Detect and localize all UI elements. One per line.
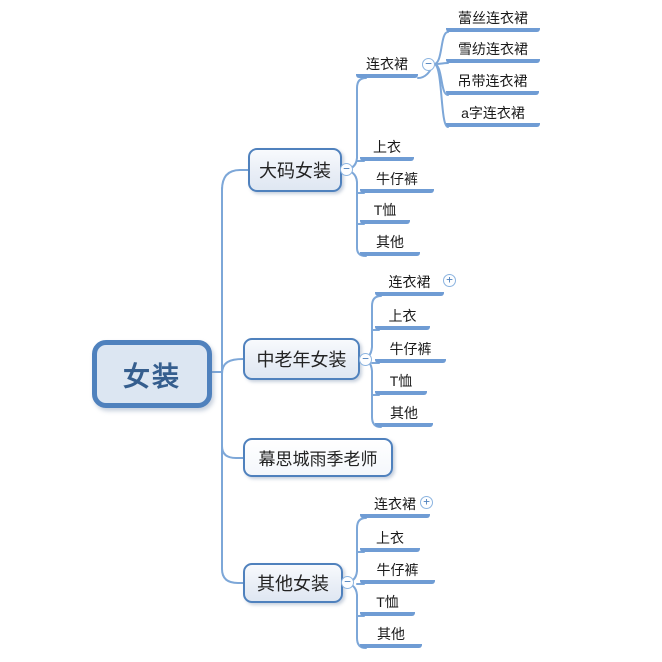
node-b2-dress[interactable]: 连衣裙 [375,272,444,296]
node-b4-tshirt[interactable]: T恤 [360,592,415,616]
node-chiffon-dress[interactable]: 雪纺连衣裙 [446,39,540,63]
collapse-icon[interactable]: − [422,58,435,71]
node-plus-size-women[interactable]: 大码女装 [248,148,342,192]
expand-icon[interactable]: + [420,496,433,509]
node-aline-dress[interactable]: a字连衣裙 [446,103,540,127]
node-b1-top[interactable]: 上衣 [360,137,414,161]
node-strap-dress[interactable]: 吊带连衣裙 [446,71,539,95]
collapse-icon[interactable]: − [340,163,353,176]
node-b4-jeans[interactable]: 牛仔裤 [360,560,435,584]
node-lace-dress[interactable]: 蕾丝连衣裙 [446,8,540,32]
node-b4-dress[interactable]: 连衣裙 [360,494,430,518]
node-b2-other[interactable]: 其他 [375,403,433,427]
node-b2-top[interactable]: 上衣 [375,306,430,330]
node-other-women[interactable]: 其他女装 [243,563,343,603]
collapse-icon[interactable]: − [359,353,372,366]
node-b2-tshirt[interactable]: T恤 [375,371,427,395]
node-b2-jeans[interactable]: 牛仔裤 [375,339,446,363]
node-b1-jeans[interactable]: 牛仔裤 [360,169,434,193]
node-b4-other[interactable]: 其他 [360,624,422,648]
node-b1-tshirt[interactable]: T恤 [360,200,410,224]
expand-icon[interactable]: + [443,274,456,287]
collapse-icon[interactable]: − [341,576,354,589]
node-b1-other[interactable]: 其他 [360,232,420,256]
node-brand-teacher[interactable]: 幕思城雨季老师 [243,438,393,477]
node-b1-dress[interactable]: 连衣裙 [356,54,418,78]
node-b4-top[interactable]: 上衣 [360,528,420,552]
root-node-women-clothing[interactable]: 女装 [92,340,212,408]
node-middle-aged-women[interactable]: 中老年女装 [243,338,360,380]
